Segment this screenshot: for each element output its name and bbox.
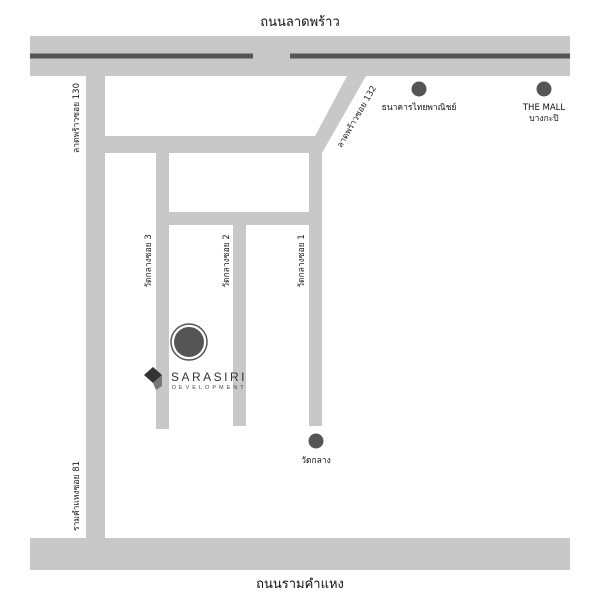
sarasiri-logo-icon xyxy=(144,367,162,390)
bank-label: ธนาคารไทยพาณิชย์ xyxy=(382,102,457,113)
middle-connector-road xyxy=(156,212,309,225)
ramkhamhaeng-road xyxy=(30,538,570,570)
lat-phrao-130-road xyxy=(86,76,105,538)
bank-marker xyxy=(411,81,427,97)
ramkhamhaeng-81-label: รามคำแหงซอย 81 xyxy=(72,461,82,531)
wat-klang-3-road xyxy=(156,153,169,429)
wat-klang-3-label: วัดกลางซอย 3 xyxy=(144,234,154,288)
mall-marker xyxy=(536,81,552,97)
wat-klang-1-road xyxy=(309,153,322,426)
wat-klang-1-label: วัดกลางซอย 1 xyxy=(297,234,307,288)
project-location-marker xyxy=(174,327,204,357)
brand-subtitle: DEVELOPMENT xyxy=(172,385,247,391)
ramkhamhaeng-street-label: ถนนรามคำแหง xyxy=(256,577,344,592)
upper-connector-road xyxy=(105,136,320,153)
temple-marker xyxy=(308,433,324,449)
lat-phrao-130-label: ลาดพร้าวซอย 130 xyxy=(71,83,82,153)
mall-label-line1: THE MALL xyxy=(522,103,566,113)
temple-label: วัดกลาง xyxy=(301,456,331,466)
brand-name: SARASIRI xyxy=(171,370,247,384)
mall-label-line2: บางกะปิ xyxy=(529,114,558,124)
lat-phrao-street-label: ถนนลาดพร้าว xyxy=(260,15,340,30)
wat-klang-2-label: วัดกลางซอย 2 xyxy=(222,234,232,288)
wat-klang-2-road xyxy=(233,225,246,426)
lat-phrao-132-road xyxy=(306,76,366,153)
